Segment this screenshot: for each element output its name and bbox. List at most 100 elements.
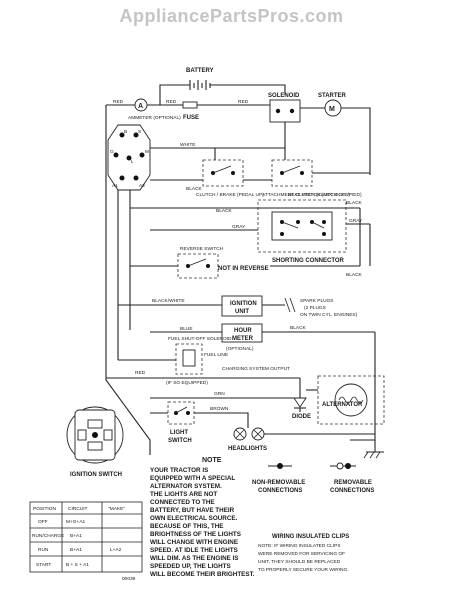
note-line: WILL CHANGE WITH ENGINE — [150, 539, 238, 546]
motor-symbol: M — [329, 106, 335, 113]
not-in-reverse-label: NOT IN REVERSE — [218, 266, 269, 272]
terminal-m: M — [145, 149, 149, 155]
fuse: FUSE — [182, 101, 199, 121]
table-cell: L+A2 — [110, 547, 122, 553]
non-removable-label-1: NON-REMOVABLE — [252, 480, 305, 486]
solenoid-label: SOLENOID — [268, 93, 300, 99]
table-cell: START — [36, 562, 51, 568]
table-cell: B + S + A1 — [66, 562, 89, 568]
reverse-switch: REVERSE SWITCH NOT IN REVERSE BLACK — [130, 246, 363, 279]
fuse-label: FUSE — [183, 115, 199, 121]
ignition-unit-label-1: IGNITION — [230, 301, 257, 307]
note-line: WILL DIM. AS THE ENGINE IS — [150, 555, 239, 562]
charging-circuit: RED CHARGING SYSTEM OUTPUT DIODE ALTERNA… — [106, 366, 385, 425]
note-line: SPEED. AT IDLE THE LIGHTS — [150, 547, 238, 554]
seat-switch-label: SEAT SWITCH (NOT OCCUPIED) — [288, 192, 362, 198]
if-so-equipped-label: (IF SO EQUIPPED) — [166, 380, 208, 386]
wire-label-red-2: RED — [166, 99, 177, 105]
clips-title: WIRING INSULATED CLIPS — [272, 534, 349, 540]
table-cell: RUN/CHARGE — [32, 533, 64, 539]
removable-label-2: CONNECTIONS — [330, 488, 374, 494]
alternator-label: ALTERNATOR — [322, 402, 363, 408]
wire-label-red-3: RED — [238, 99, 249, 105]
ignition-unit-label-2: UNIT — [235, 309, 249, 315]
spark-plugs-label-3: ON TWIN CYL. ENGINES) — [300, 312, 358, 318]
note-line: SPEEDED UP, THE LIGHTS — [150, 563, 231, 570]
ground-symbol — [363, 440, 384, 459]
wire-label-black-4: BLACK — [346, 272, 363, 278]
note-line: WILL BECOME THEIR BRIGHTEST. — [150, 571, 255, 578]
spark-plugs-label-2: (2 PLUGS — [304, 305, 326, 311]
attachment-clutch-label: ATTACHMENT CLUTCH (CLUTCH OFF) — [262, 192, 350, 198]
solenoid: SOLENOID — [268, 93, 325, 123]
table-cell: B+A1 — [70, 547, 82, 553]
ignition-table: POSITION CIRCUIT "MAKE" OFF M+G+A1 RUN/C… — [29, 501, 143, 582]
starter-label: STARTER — [318, 93, 347, 99]
hour-meter-label-3: (OPTIONAL) — [226, 346, 254, 352]
terminal-l: L — [131, 159, 134, 165]
terminal-a1: A1 — [112, 183, 118, 189]
clips-line: UNIT, THEY SHOULD BE REPLACED — [258, 559, 341, 565]
light-switch-label-1: LIGHT — [170, 430, 188, 436]
note-line: BATTERY, BUT HAVE THEIR — [150, 507, 235, 514]
ignition-unit: BLACK/WHITE IGNITION UNIT SPARK PLUGS (2… — [118, 295, 358, 318]
hour-meter: BLUE HOUR METER (OPTIONAL) BLACK — [150, 323, 375, 352]
wire-label-grey-2: GRAY — [232, 224, 246, 230]
table-header-make: "MAKE" — [108, 506, 125, 512]
table-cell: M+G+A1 — [66, 519, 86, 525]
reverse-switch-label: REVERSE SWITCH — [180, 246, 224, 252]
wire-label-white: WHITE — [180, 142, 195, 148]
wire-label-black-2: BLACK — [216, 208, 233, 214]
ignition-terminal-block: B S M G L A1 A2 — [107, 124, 151, 191]
terminal-a2: A2 — [139, 183, 145, 189]
clips-line: TO PROPERLY SECURE YOUR WIRING. — [258, 567, 349, 573]
non-removable-label-2: CONNECTIONS — [258, 488, 302, 494]
battery: BATTERY — [159, 68, 286, 105]
wire-label-grey: GRAY — [349, 218, 363, 224]
headlights: HEADLIGHTS — [228, 427, 267, 452]
table-header-circuit: CIRCUIT — [68, 506, 88, 512]
wire-label-green: GRN — [214, 391, 225, 397]
ignition-switch: IGNITION SWITCH — [66, 406, 124, 478]
clutch-brake-label: CLUTCH / BRAKE (PEDAL UP) — [196, 192, 264, 198]
starter-motor: STARTER M — [318, 93, 371, 128]
wire-label-black-white: BLACK/WHITE — [152, 298, 185, 304]
charging-output-label: CHARGING SYSTEM OUTPUT — [222, 366, 290, 372]
legend-non-removable: NON-REMOVABLE CONNECTIONS — [252, 463, 305, 494]
table-cell: B+A1 — [70, 533, 82, 539]
ammeter-note: AMMETER (OPTIONAL) — [128, 115, 181, 121]
note-title: NOTE — [202, 457, 222, 464]
table-header-position: POSITION — [33, 506, 56, 512]
note-line: CONNECTED TO THE — [150, 499, 215, 506]
clutch-brake-switch: CLUTCH / BRAKE (PEDAL UP) — [196, 159, 264, 198]
fuel-line-label: FUEL LINE — [204, 352, 228, 358]
terminal-s: S — [138, 129, 141, 135]
note-line: BRIGHTNESS OF THE LIGHTS — [150, 531, 241, 538]
ammeter-symbol: A — [138, 103, 143, 110]
spark-plugs-label-1: SPARK PLUGS — [300, 298, 334, 304]
note-line: BECAUSE OF THIS, THE — [150, 523, 223, 530]
wire-label-brown: BROWN — [210, 406, 229, 412]
note-line: OWN ELECTRICAL SOURCE. — [150, 515, 238, 522]
hour-meter-label-2: METER — [232, 336, 254, 342]
wire-label-black-1: BLACK — [186, 186, 203, 192]
watermark: AppliancePartsPros.com — [119, 6, 344, 26]
fuel-solenoid: FUEL SHUT-OFF SOLENOID FUEL LINE (IF SO … — [118, 336, 232, 386]
fuel-solenoid-label: FUEL SHUT-OFF SOLENOID — [168, 336, 232, 342]
clips-line: WERE REMOVED FOR SERVICING OF — [258, 551, 345, 557]
wire-label-red-4: RED — [135, 370, 146, 376]
removable-label-1: REMOVABLE — [334, 480, 372, 486]
table-code: 00039 — [122, 576, 136, 582]
note-line: ALTERNATOR SYSTEM. — [150, 483, 222, 490]
note-line: EQUIPPED WITH A SPECIAL — [150, 475, 235, 482]
light-switch: LIGHT SWITCH BROWN — [150, 401, 249, 444]
wire-label-black-5: BLACK — [290, 325, 307, 331]
shorting-connector-label: SHORTING CONNECTOR — [272, 258, 345, 264]
note-line: YOUR TRACTOR IS — [150, 467, 208, 474]
wire-label-blue: BLUE — [180, 326, 193, 332]
terminal-g: G — [110, 149, 114, 155]
terminal-b: B — [124, 129, 127, 135]
battery-label: BATTERY — [186, 68, 214, 74]
wire-label-red-1: RED — [113, 99, 124, 105]
